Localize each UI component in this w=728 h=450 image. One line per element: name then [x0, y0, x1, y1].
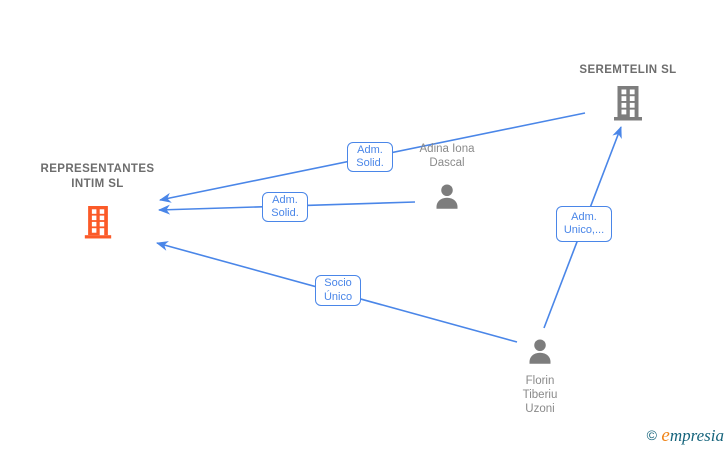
edge-label-adm-solid-top: Adm. Solid. — [347, 142, 393, 172]
brand-logo: empresia — [661, 425, 724, 446]
edge-label-adm-unico: Adm. Unico,... — [556, 206, 612, 242]
node-company-seremtelin[interactable]: SEREMTELIN SL — [560, 63, 696, 121]
person-name-line3: Uzoni — [525, 403, 555, 415]
edge-label-text: Único — [323, 290, 353, 303]
company-name[interactable]: REPRESENTANTES INTIM SL — [40, 162, 154, 192]
edge-label-text: Adm. — [357, 143, 383, 156]
person-name[interactable]: Florin Tiberiu Uzoni — [523, 374, 558, 416]
building-icon[interactable] — [82, 205, 114, 239]
building-icon[interactable] — [611, 85, 645, 121]
edge-label-text: Solid. — [356, 157, 384, 169]
edge-label-text: Solid. — [271, 207, 299, 219]
edge-label-text: Socio — [324, 277, 352, 289]
brand-initial: e — [661, 425, 670, 446]
copyright-icon: © — [646, 427, 657, 443]
person-name[interactable]: Adina Iona Dascal — [420, 142, 475, 170]
person-name-line2: Tiberiu — [522, 389, 558, 401]
person-name-line1: Adina Iona — [419, 143, 475, 155]
node-company-representantes-intim[interactable]: REPRESENTANTES INTIM SL — [15, 162, 180, 239]
person-name-line1: Florin — [525, 375, 555, 387]
company-name-line2: INTIM SL — [71, 178, 124, 190]
empresia-watermark[interactable]: © empresia — [647, 425, 724, 447]
person-name-line2: Dascal — [429, 157, 465, 169]
node-person-florin-uzoni[interactable]: Florin Tiberiu Uzoni — [490, 337, 590, 416]
edge-label-adm-solid-mid: Adm. Solid. — [262, 192, 308, 222]
edge-label-text: Adm. — [571, 210, 597, 223]
company-name-line1: REPRESENTANTES — [40, 163, 155, 175]
edge-label-socio-unico: Socio Único — [315, 275, 361, 306]
brand-rest: mpresia — [669, 426, 724, 445]
node-person-adina-dascal[interactable]: Adina Iona Dascal — [397, 142, 497, 212]
person-icon[interactable] — [525, 337, 555, 367]
person-icon[interactable] — [432, 182, 462, 212]
company-name[interactable]: SEREMTELIN SL — [579, 64, 677, 76]
edge-label-text: Unico,... — [563, 224, 605, 236]
edge-label-text: Adm. — [272, 193, 298, 206]
